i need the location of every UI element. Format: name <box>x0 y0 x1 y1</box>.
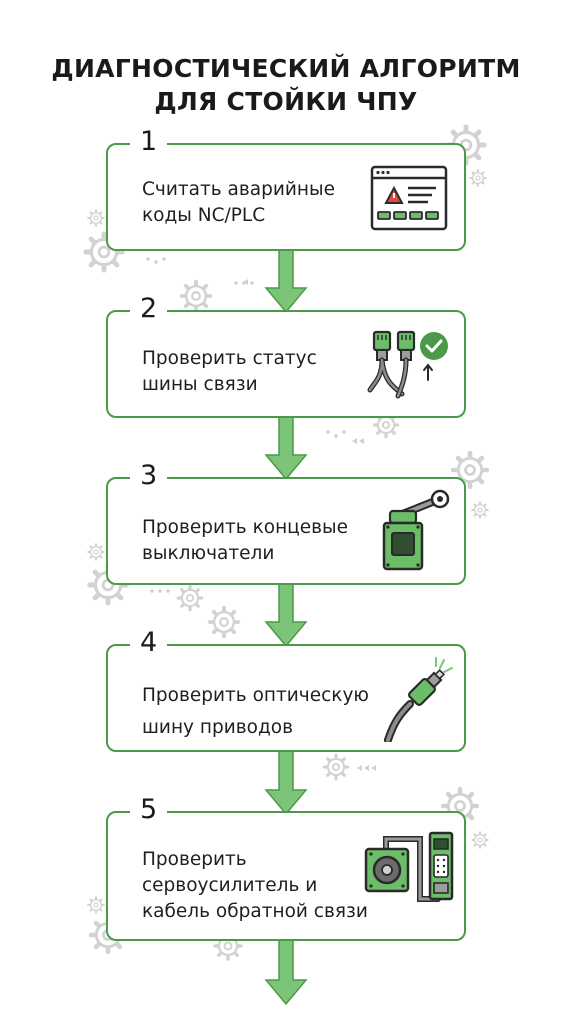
step-number: 2 <box>130 291 168 327</box>
title-line-1: ДИАГНОСТИЧЕСКИЙ АЛГОРИТМ <box>51 54 521 83</box>
step-card-4: 4 Проверить оптическую шину приводов <box>106 625 466 752</box>
limit-switch-icon <box>382 489 450 571</box>
flow-arrow-5 <box>264 940 308 1006</box>
step-text: Считать аварийные коды NC/PLC <box>142 177 335 229</box>
step-card-5: 5 Проверить сервоусилитель и кабель обра… <box>106 792 466 941</box>
title-line-2: ДЛЯ СТОЙКИ ЧПУ <box>154 87 418 116</box>
step-card-2: 2 Проверить статус шины связи <box>106 291 466 418</box>
step-number: 5 <box>130 792 168 828</box>
step-text: Проверить сервоусилитель и кабель обратн… <box>142 847 368 925</box>
step-number: 3 <box>130 458 168 494</box>
step-text: Проверить концевые выключатели <box>142 515 348 567</box>
flow-arrow-4 <box>264 750 308 816</box>
step-text: Проверить оптическую шину приводов <box>142 680 369 744</box>
step-card-3: 3 Проверить концевые выключатели <box>106 458 466 585</box>
page-title: ДИАГНОСТИЧЕСКИЙ АЛГОРИТМ ДЛЯ СТОЙКИ ЧПУ <box>0 52 572 118</box>
step-card-1: 1 Считать аварийные коды NC/PLC <box>106 124 466 251</box>
flow-arrow-1 <box>264 248 308 314</box>
step-text-line: сервоусилитель и <box>142 875 318 896</box>
step-text-line: Проверить статус <box>142 348 317 369</box>
step-text: Проверить статус шины связи <box>142 346 317 398</box>
flow-arrow-3 <box>264 582 308 648</box>
step-text-line: выключатели <box>142 543 275 564</box>
step-text-line: Проверить концевые <box>142 517 349 538</box>
error-window-icon <box>370 165 448 231</box>
fiber-optic-connector-icon <box>384 657 453 742</box>
step-text-line: кабель обратной связи <box>142 901 368 922</box>
step-text-line: Проверить оптическую <box>142 685 369 706</box>
flow-arrow-2 <box>264 415 308 481</box>
network-cable-check-icon <box>367 330 448 399</box>
step-text-line: шины связи <box>142 374 258 395</box>
servo-drive-motor-icon <box>364 831 454 902</box>
step-text-line: Проверить <box>142 849 247 870</box>
step-text-line: коды NC/PLC <box>142 205 266 226</box>
step-text-line: Считать аварийные <box>142 179 335 200</box>
step-text-line: шину приводов <box>142 717 293 738</box>
step-number: 4 <box>130 625 168 661</box>
step-number: 1 <box>130 124 168 160</box>
